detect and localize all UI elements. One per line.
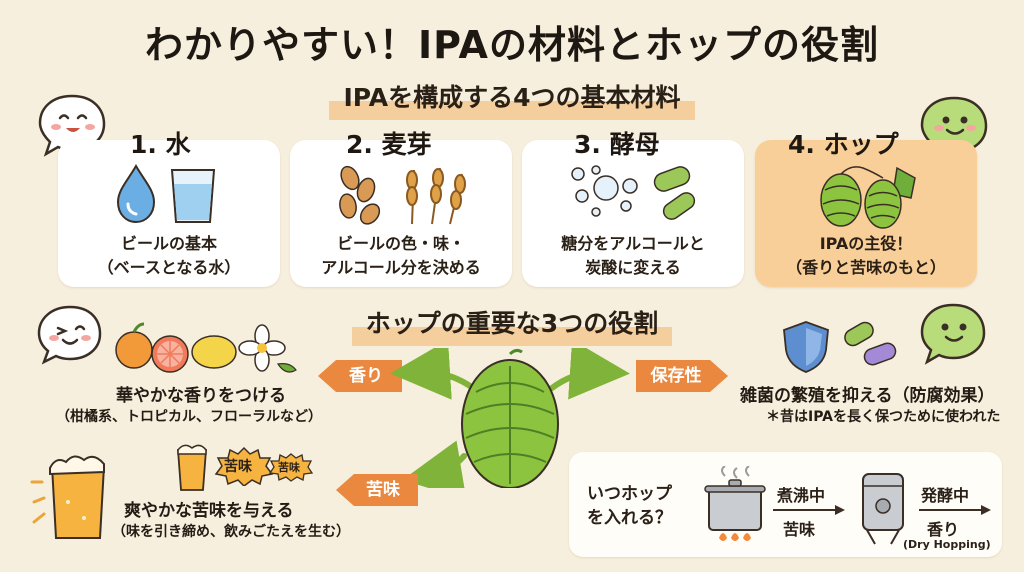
roles-heading-wrap: ホップの重要な3つの役割 [0, 304, 1024, 346]
hop-timing-box: いつホップ を入れる？ 煮沸中 苦味 発酵中 香り (Dry Hopping) [569, 452, 1002, 557]
beer-mug-icon [30, 455, 106, 539]
central-hop-diagram [390, 348, 630, 488]
ingredient-card-water: ビールの基本 （ベースとなる水） [58, 140, 280, 287]
citrus-and-flower-icon [115, 322, 297, 373]
ingredient-card-hops: IPAの主役！ （香りと苦味のもと） [755, 140, 977, 287]
page-title: わかりやすい！IPAの材料とホップの役割 [145, 23, 879, 67]
bitterness-badge-label: 苦味 [278, 461, 300, 474]
ingredient-desc-line: 糖分をアルコールと [561, 234, 705, 253]
timing-ferment-label: 発酵中 [921, 486, 970, 505]
ingredient-desc-line: アルコール分を決める [321, 258, 481, 277]
ingredient-card-yeast: 糖分をアルコールと 炭酸に変える [522, 140, 744, 287]
bitterness-badge-label: 苦味 [224, 459, 252, 475]
ingredient-label-malt: 2. 麦芽 [346, 130, 432, 159]
ingredient-card-malt: ビールの色・味・ アルコール分を決める [290, 140, 512, 287]
bitterness-badge-small [268, 453, 314, 482]
role-bitterness-main: 爽やかな苦味を与える [124, 501, 294, 521]
timing-question-line: いつホップ [587, 484, 672, 504]
timing-dry-hopping-note: (Dry Hopping) [903, 538, 991, 551]
ingredient-desc-hops: IPAの主役！ （香りと苦味のもと） [755, 232, 977, 280]
ingredient-desc-water: ビールの基本 （ベースとなる水） [58, 232, 280, 280]
hop-cone-icon [461, 348, 559, 488]
role-preservation-sub: ＊昔はIPAを長く保つために使われた [766, 409, 1001, 425]
yeast-bubbles-icon [571, 165, 696, 220]
timing-boil-effect: 苦味 [783, 520, 816, 539]
ingredient-label-water: 1. 水 [130, 130, 191, 159]
ingredient-desc-line: IPAの主役！ [819, 234, 913, 253]
role-tag-preservation: 保存性 [636, 360, 728, 392]
beer-glass-icon [177, 444, 207, 491]
fermentation-tank-icon [862, 473, 904, 545]
ingredient-desc-line: ビールの基本 [120, 234, 217, 253]
role-bitterness-sub: （味を引き締め、飲みごたえを生む） [112, 524, 350, 540]
arrow-to-aroma [390, 348, 473, 400]
hop-cones-icon [820, 166, 916, 229]
ingredient-desc-line: （ベースとなる水） [97, 258, 241, 277]
water-drop-and-glass-icon [116, 163, 216, 224]
ingredient-desc-malt: ビールの色・味・ アルコール分を決める [290, 232, 512, 280]
timing-question-line: を入れる？ [587, 508, 672, 528]
ingredient-desc-line: ビールの色・味・ [336, 234, 465, 253]
roles-heading: ホップの重要な3つの役割 [351, 304, 673, 346]
ingredient-label-hops: 4. ホップ [788, 130, 899, 159]
role-aroma-sub: （柑橘系、トロピカル、フローラルなど） [56, 409, 322, 425]
ingredient-desc-yeast: 糖分をアルコールと 炭酸に変える [522, 232, 744, 280]
hop-character-speech-bubble-icon [920, 303, 986, 365]
ingredient-desc-line: 炭酸に変える [585, 258, 681, 277]
arrow-right-icon [773, 505, 845, 515]
ingredients-heading-wrap: IPAを構成する4つの基本材料 [0, 78, 1024, 120]
timing-question: いつホップ を入れる？ [587, 482, 672, 530]
role-tag-aroma: 香り [318, 360, 402, 392]
boiling-pot-icon [704, 466, 766, 541]
malt-grain-icon [339, 165, 466, 225]
ingredient-label-yeast: 3. 酵母 [574, 130, 660, 159]
role-tag-bitterness: 苦味 [336, 474, 418, 506]
ingredients-heading: IPAを構成する4つの基本材料 [329, 78, 695, 120]
bitterness-badge-large [214, 446, 274, 486]
timing-ferment-effect: 香り [927, 520, 960, 539]
shield-and-bacteria-icon [783, 321, 897, 373]
winking-speech-bubble-icon [37, 305, 102, 365]
ingredient-desc-line: （香りと苦味のもと） [786, 258, 946, 277]
role-aroma-main: 華やかな香りをつける [116, 386, 286, 406]
arrow-to-preservation [549, 348, 630, 400]
arrow-to-bitterness [402, 440, 467, 488]
timing-boil-label: 煮沸中 [777, 486, 826, 505]
role-preservation-main: 雑菌の繁殖を抑える（防腐効果） [740, 386, 995, 406]
arrow-right-icon [919, 505, 991, 515]
